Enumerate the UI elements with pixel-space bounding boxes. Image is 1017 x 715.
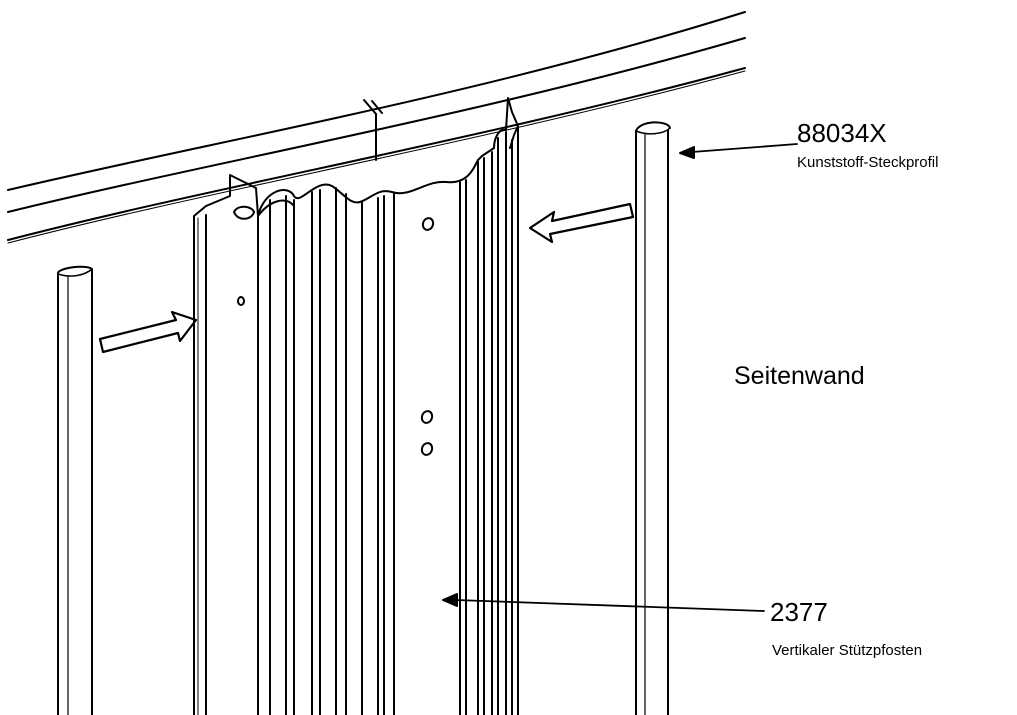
vertical-support-post	[193, 97, 519, 715]
post-description: Vertikaler Stützpfosten	[772, 642, 923, 659]
profile-part-number: 88034X	[797, 118, 887, 148]
left-insert-profile	[57, 265, 93, 715]
insert-arrow-right	[528, 202, 635, 244]
post-part-number: 2377	[770, 597, 828, 627]
side-wall-label: Seitenwand	[734, 362, 865, 390]
insert-arrow-left	[98, 310, 198, 354]
top-rim	[7, 11, 746, 244]
leader-post	[442, 593, 765, 612]
leader-profile	[679, 143, 798, 159]
profile-description: Kunststoff-Steckprofil	[797, 154, 939, 171]
right-insert-profile	[635, 121, 671, 715]
